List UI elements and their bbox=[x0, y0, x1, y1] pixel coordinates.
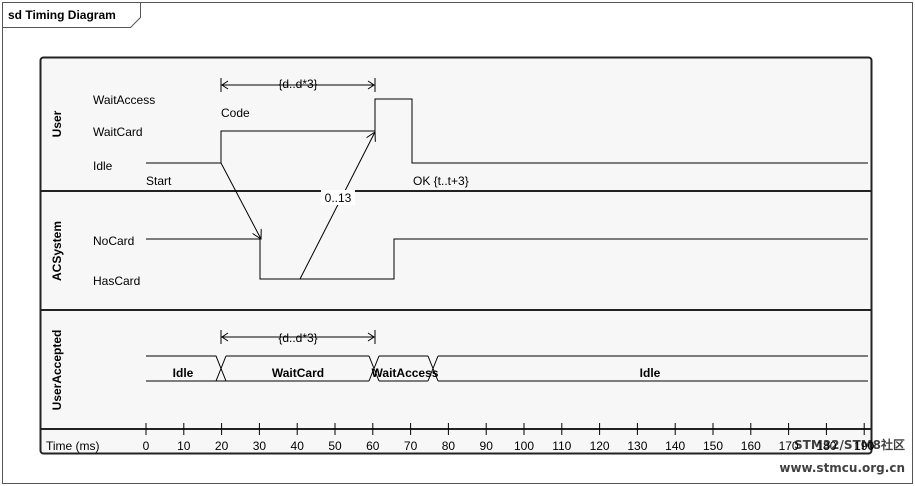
useraccepted-value-line bbox=[146, 355, 868, 382]
acsystem-range-label: 0..13 bbox=[325, 191, 352, 205]
user-state-idle: Idle bbox=[93, 159, 113, 173]
time-tick-label: 0 bbox=[143, 439, 150, 453]
user-code-label: Code bbox=[221, 106, 250, 120]
lifeline-useraccepted-label: UserAccepted bbox=[50, 330, 64, 411]
message-ok bbox=[299, 132, 375, 280]
user-state-waitcard: WaitCard bbox=[93, 125, 143, 139]
time-tick-label: 190 bbox=[854, 439, 874, 453]
watermark-line1: STM32/STM8社区 bbox=[794, 437, 905, 452]
time-tick-label: 180 bbox=[816, 439, 836, 453]
useraccepted-value-idle-2: Idle bbox=[640, 366, 661, 380]
time-tick-label: 40 bbox=[291, 439, 305, 453]
time-tick-label: 30 bbox=[253, 439, 267, 453]
time-tick-label: 160 bbox=[741, 439, 761, 453]
frame-title: sd Timing Diagram bbox=[8, 8, 116, 22]
message-code bbox=[220, 162, 261, 239]
user-state-waitaccess: WaitAccess bbox=[93, 93, 155, 107]
time-tick-label: 10 bbox=[177, 439, 191, 453]
useraccepted-value-idle: Idle bbox=[173, 366, 194, 380]
useraccepted-duration-constraint bbox=[220, 330, 376, 344]
time-tick-label: 130 bbox=[627, 439, 647, 453]
lifeline-user-label: User bbox=[50, 110, 64, 137]
user-duration-constraint bbox=[220, 78, 376, 92]
diagram-box bbox=[39, 56, 873, 455]
time-axis-ticks: 0 10 20 30 40 50 60 70 80 90 100 110 120 130 140 150 160… bbox=[143, 423, 875, 453]
time-axis-label: Time (ms) bbox=[46, 439, 100, 453]
acsystem-state-nocard: NoCard bbox=[93, 234, 134, 248]
watermark-line2: www.stmcu.org.cn bbox=[779, 461, 905, 475]
time-tick-label: 110 bbox=[552, 439, 571, 453]
user-duration-label: {d..d*3} bbox=[278, 77, 317, 91]
useraccepted-value-waitcard: WaitCard bbox=[272, 366, 324, 380]
time-tick-label: 140 bbox=[665, 439, 685, 453]
time-tick-label: 150 bbox=[703, 439, 723, 453]
time-tick-label: 90 bbox=[480, 439, 494, 453]
useraccepted-value-waitaccess: WaitAccess bbox=[372, 366, 439, 380]
acsystem-state-line bbox=[146, 238, 868, 280]
time-tick-label: 100 bbox=[514, 439, 534, 453]
time-tick-label: 170 bbox=[779, 439, 799, 453]
lifeline-acsystem-label: ACSystem bbox=[50, 221, 64, 281]
frame-title-tab bbox=[2, 2, 141, 28]
user-ok-label: OK {t..t+3} bbox=[413, 174, 469, 188]
range-label-bg bbox=[321, 190, 355, 205]
time-tick-label: 60 bbox=[366, 439, 380, 453]
useraccepted-duration-label: {d..d*3} bbox=[278, 331, 317, 345]
time-tick-label: 70 bbox=[404, 439, 418, 453]
acsystem-state-hascard: HasCard bbox=[93, 274, 140, 288]
time-tick-label: 50 bbox=[328, 439, 342, 453]
time-tick-label: 80 bbox=[442, 439, 456, 453]
user-state-line bbox=[146, 98, 868, 164]
time-tick-label: 120 bbox=[590, 439, 610, 453]
time-tick-label: 20 bbox=[215, 439, 229, 453]
user-start-label: Start bbox=[146, 174, 172, 188]
